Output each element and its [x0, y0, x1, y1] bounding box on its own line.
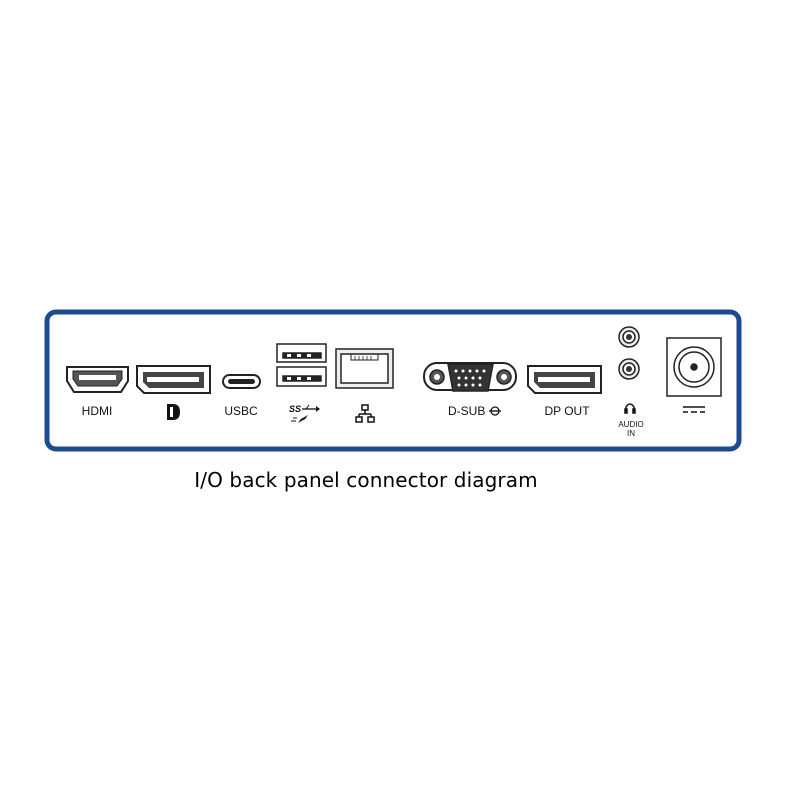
headphone-icon	[624, 403, 636, 414]
hdmi-label: HDMI	[82, 404, 113, 418]
vga-port	[423, 362, 517, 392]
audio-jack	[618, 358, 640, 380]
network-icon	[355, 404, 375, 423]
usb-a-port-top	[276, 343, 327, 363]
audio-in-label-2: IN	[627, 429, 635, 438]
usbc-label: USBC	[224, 404, 258, 418]
displayport	[136, 365, 211, 394]
displayport-out	[527, 365, 602, 394]
audio-in-label-1: AUDIO	[618, 420, 643, 429]
displayport-logo-icon	[167, 404, 180, 420]
superspeed-usb-icon: SS	[289, 404, 320, 423]
dc-symbol-icon	[683, 406, 705, 413]
dc-power-port	[666, 337, 722, 397]
hdmi-port	[66, 366, 129, 393]
ss-label: SS	[289, 404, 301, 414]
dp-out-label: DP OUT	[544, 404, 590, 418]
ethernet-port	[335, 348, 394, 389]
usb-a-port-bottom	[276, 366, 327, 387]
d-sub-icon	[489, 406, 501, 416]
audio-jack-top	[618, 326, 640, 348]
usb-c-port	[222, 374, 261, 389]
dsub-label: D-SUB	[448, 404, 485, 418]
diagram-caption: I/O back panel connector diagram	[194, 468, 538, 492]
